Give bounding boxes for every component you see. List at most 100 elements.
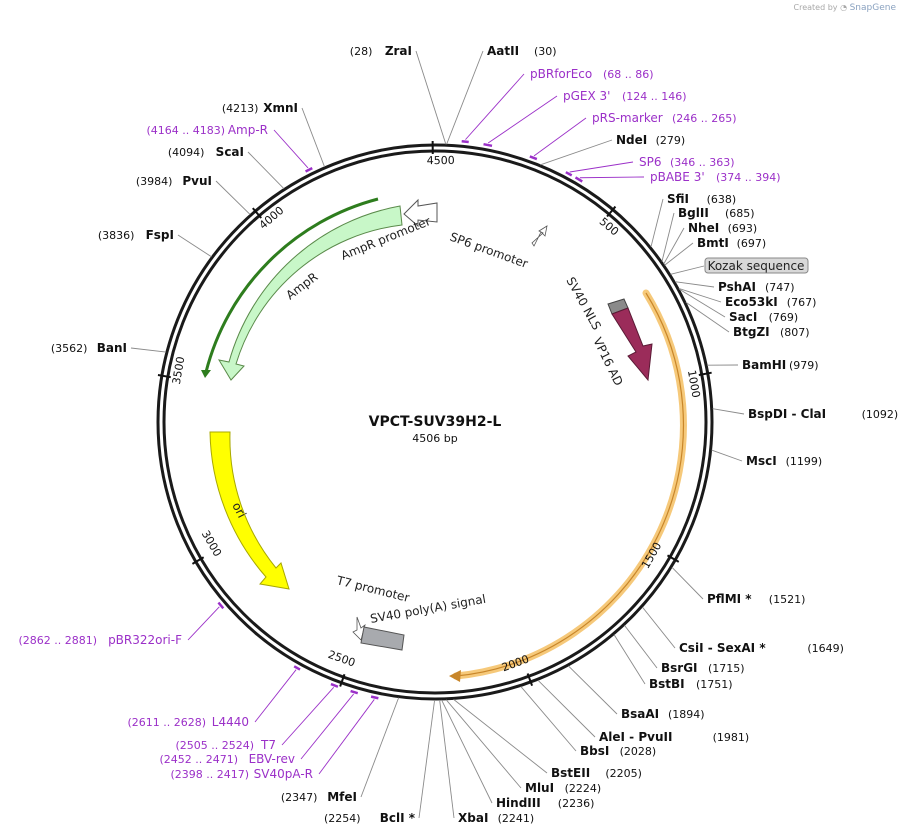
site-leader-pshai [674,281,715,288]
ori-label: ori [229,500,249,520]
primer-name: T7 [260,738,276,752]
primer-name: EBV-rev [249,752,295,766]
site-leader-mfei [360,697,400,798]
vp16-ad-label: VP16 AD [590,335,625,388]
site-position: (1649) [807,642,844,655]
site-name: SfiI [667,192,689,206]
suv39h2-arrowhead [449,670,461,682]
site-leader-bglii [661,212,675,262]
primer-leader-pbr322ori-f [187,606,220,641]
snapgene-brand: SnapGene [849,3,896,13]
tick-label-3500: 3500 [170,356,187,386]
site-scai: ScaI(4094) [168,145,244,159]
site-leader-bsrgi [624,625,658,669]
primer-name: pGEX 3' [563,89,610,103]
primer-pbr322ori-f: pBR322ori-F (2862 .. 2881) [18,633,182,647]
site-position: (638) [707,193,737,206]
site-bspdi-clai: BspDI - ClaI (1092) [748,407,898,421]
site-leader-pvui [215,180,251,215]
site-leader-mlui [445,699,522,789]
primer-name: SP6 [639,155,662,169]
primer-leader-prs-marker [533,117,587,157]
site-bstbi: BstBI(1751) [649,677,733,691]
kozak-label: Kozak sequence [708,259,805,273]
site-bsteii: BstEII(2205) [551,766,642,780]
site-position: (979) [789,359,819,372]
site-name: BbsI [580,744,609,758]
site-name: MfeI [327,790,357,804]
primer-name: pBR322ori-F [108,633,182,647]
kozak-leader [670,265,705,275]
site-eco53ki: Eco53kI(767) [725,295,816,309]
backbone-outer [156,143,714,701]
site-name: MluI [525,781,554,795]
site-name: MscI [746,454,777,468]
sp6-promoter-arrow [531,225,548,247]
site-name: XmnI [263,101,298,115]
site-leader-btgzi [685,301,730,333]
snapgene-logo-icon: ◔ [840,3,848,12]
plasmid-name: VPCT-SUV39H2-L [369,414,502,430]
site-leader-fspi [177,234,212,258]
site-mfei: MfeI(2347) [281,790,357,804]
site-leader-bsteii [453,699,548,774]
site-leader-bani [130,347,167,353]
primer-range: (374 .. 394) [716,171,781,184]
site-hindiii: HindIII(2236) [496,796,594,810]
site-position: (2028) [620,745,657,758]
tick-1500 [666,554,680,563]
site-name: BsrGI [661,661,698,675]
primer-range: (246 .. 265) [672,112,737,125]
site-saci: SacI(769) [729,310,798,324]
snapgene-credit: Created by ◔ SnapGene [794,3,897,13]
created-by-text: Created by [793,3,838,12]
site-btgzi: BtgZI(807) [733,325,810,339]
primer-l4440: L4440(2611 .. 2628) [127,715,249,729]
primer-name: L4440 [212,715,249,729]
site-name: BspDI - ClaI [748,407,826,421]
site-name: AleI - PvuII [599,730,672,744]
primer-range: (2862 .. 2881) [18,634,97,647]
site-leader-csii-sexai [642,606,676,649]
primer-range: (2505 .. 2524) [175,739,254,752]
site-pshai: PshAI(747) [718,280,795,294]
site-leader-zrai [415,50,447,145]
site-leader-bstbi [613,634,646,685]
site-alei-pvuii: AleI - PvuII(1981) [599,730,749,744]
primer-mark-pbr322ori-f [217,601,225,610]
site-leader-hindiii [441,699,493,804]
site-bbsi: BbsI (2028) [580,744,656,758]
site-name: BclI * [380,811,416,825]
site-name: BtgZI [733,325,770,339]
site-leader-aatii [446,50,484,145]
site-name: PflMI * [707,592,752,606]
site-leader-bmti [664,242,694,266]
site-position: (1199) [786,455,823,468]
site-name: BamHI [742,358,786,372]
ori-arrow [209,431,290,590]
site-leader-sfii [650,198,664,248]
primer-leader-l4440 [254,669,297,723]
site-leader-bbsi [520,686,577,752]
site-position: (1894) [668,708,705,721]
t7-promoter-arrow [352,616,366,641]
site-name: PvuI [182,174,212,188]
site-xbai: XbaI(2241) [458,811,534,825]
primer-range: (2452 .. 2471) [159,753,238,766]
site-csii-sexai: CsiI - SexAI *(1649) [679,641,844,655]
primer-leader-pbrforeco [465,73,525,140]
site-name: FspI [146,228,174,242]
site-xmni: XmnI(4213) [222,101,298,115]
primer-ebv-rev: EBV-rev (2452 .. 2471) [159,752,295,766]
primer-mark-pgex-3 [483,142,493,148]
tick-500 [606,205,617,218]
primer-mark-pbrforeco [461,140,469,144]
primer-mark-pbabe-3 [574,176,583,183]
site-sfii: SfiI (638) [667,192,736,206]
site-position: (2224) [565,782,602,795]
site-position: (1092) [862,408,899,421]
primer-leader-pgex-3 [487,95,558,144]
site-name: BstEII [551,766,590,780]
primer-name: Amp-R [228,123,268,137]
